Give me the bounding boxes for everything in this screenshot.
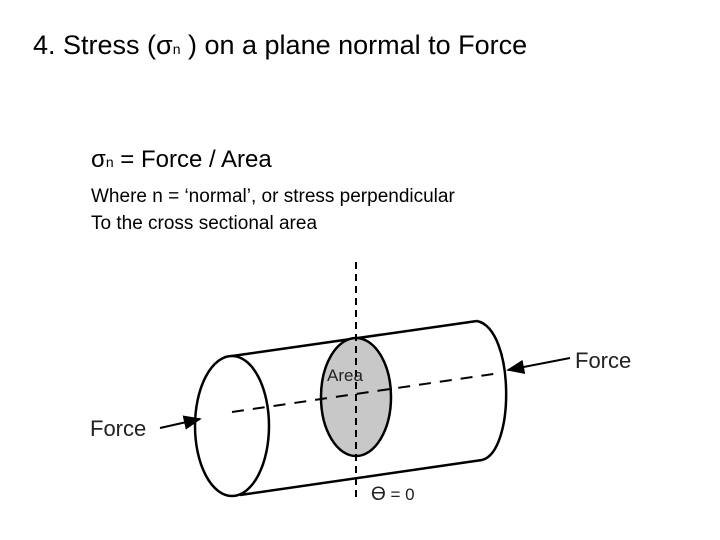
area-label: Area [327,366,363,385]
formula-sigma: σ [91,146,106,173]
cylinder-axis-dashed [231,372,501,413]
cylinder-left-end [193,354,271,498]
slide-title: 4. Stress (σn ) on a plane normal to For… [33,30,527,61]
angle-label: ϴ = 0 [371,484,415,505]
description-line-2: To the cross sectional area [91,213,318,234]
cylinder-right-end [476,319,508,462]
theta-symbol: ϴ [371,484,386,505]
force-arrow-right [506,357,571,374]
title-prefix: 4. Stress (σ [33,30,173,60]
description-line-1: Where n = ‘normal’, or stress perpendicu… [91,186,455,207]
force-arrow-left [159,415,202,430]
cylinder-bottom-edge [239,458,483,497]
title-subscript: n [172,41,181,57]
formula-rest: = Force / Area [113,146,272,173]
force-right-label: Force [575,348,631,373]
stress-formula: σn = Force / Area [91,146,272,174]
angle-value: = 0 [386,485,415,504]
formula-description: Where n = ‘normal’, or stress perpendicu… [91,183,455,237]
force-left-label: Force [90,416,146,441]
formula-subscript: n [105,154,114,170]
title-suffix: ) on a plane normal to Force [180,30,528,60]
